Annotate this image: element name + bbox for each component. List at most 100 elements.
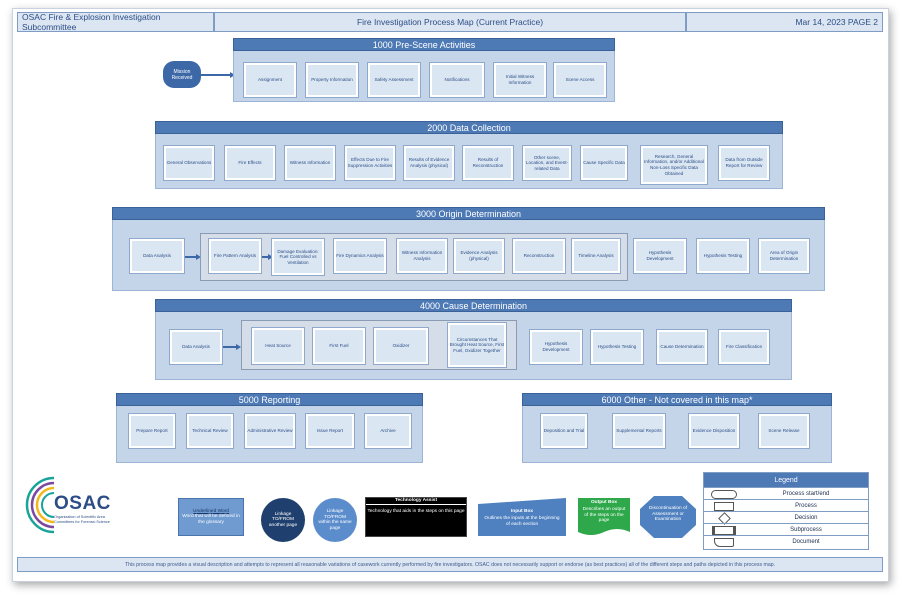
- legend-item-3: Subprocess: [790, 527, 822, 533]
- s3000-group-box-1: Damage Evaluation: Fuel Controlled vs Ve…: [271, 238, 325, 276]
- legend-item-1: Process: [795, 503, 817, 509]
- s5000-box-4-text: Archive: [380, 428, 396, 434]
- s4000-arrow-a: [223, 344, 241, 349]
- osac-logo-sub: Organization of Scientific Area Committe…: [54, 515, 110, 524]
- legend-item-2: Decision: [794, 515, 818, 521]
- s4000-after-box-0: Hypothesis Development: [529, 329, 583, 365]
- header-org: OSAC Fire & Explosion Investigation Subc…: [17, 12, 214, 32]
- s5000-box-3-text: Issue Report: [316, 428, 344, 434]
- s2000-box-1-text: Fire Effects: [238, 160, 262, 166]
- s4000-first-box: Data Analysis: [169, 329, 223, 365]
- legend-title: Legend: [704, 473, 868, 487]
- s4000-after-box-3: Fire Classification: [718, 329, 770, 365]
- start-pill-text: Mission Received: [171, 68, 193, 81]
- legend-item-0: Process start/end: [782, 491, 830, 497]
- s3000-group-box-0-text: Fire Pattern Analysis: [213, 253, 257, 259]
- s4000-after-box-2-text: Cause Determination: [660, 344, 704, 350]
- start-arrow: [201, 72, 235, 77]
- output-box-shape-icon: [578, 498, 630, 535]
- process-shape-icon: [714, 501, 734, 511]
- s2000-box-7: Cause Specific Data: [580, 145, 628, 181]
- s5000-box-1-text: Technical Review: [192, 428, 228, 434]
- header-date: Mar 14, 2023 PAGE 2: [686, 12, 883, 32]
- s6000-title: 6000 Other - Not covered in this map*: [522, 393, 832, 406]
- subprocess-shape-icon: [712, 525, 736, 535]
- s6000-box-0-text: Deposition and Trial: [543, 428, 585, 434]
- s2000-box-8-text: Research, General Information, and/or Ad…: [644, 153, 704, 176]
- s5000-box-4: Archive: [364, 413, 412, 449]
- s4000-group-box-2-text: Oxidizer: [392, 343, 410, 349]
- s2000-title: 2000 Data Collection: [155, 121, 783, 134]
- s2000-box-4: Results of Evidence Analysis (physical): [403, 145, 455, 181]
- s4000-group-box-0: Heat Source: [251, 327, 305, 365]
- s4000-after-box-1: Hypothesis Testing: [590, 329, 644, 365]
- s3000-first-box-text: Data Analysis: [143, 253, 171, 259]
- s2000-box-8: Research, General Information, and/or Ad…: [640, 145, 708, 185]
- s5000-box-3: Issue Report: [305, 413, 355, 449]
- key-linkage-same-text: Linkage TO/FROM within the same page: [318, 509, 352, 531]
- header-title-text: Fire Investigation Process Map (Current …: [356, 17, 544, 27]
- s2000-box-9-text: Data from Outside Report for Review: [725, 157, 763, 168]
- key-discontinue-text: Discontinuation of Assessment or Examina…: [648, 506, 688, 522]
- legend: Legend Process start/end Process Decisio…: [703, 472, 869, 550]
- osac-logo-rings-icon: [25, 475, 84, 535]
- s3000-group-box-4-text: Evidence Analysis (physical): [460, 250, 498, 261]
- s5000-box-0: Prepare Report: [128, 413, 176, 449]
- key-underlined: Underlined Word Word that will be define…: [178, 498, 244, 536]
- s1000-box-4: Initial Witness Information: [493, 62, 547, 98]
- s6000-box-3-text: Scene Release: [768, 428, 800, 434]
- s1000-box-2-text: Safety Assessment: [374, 77, 414, 83]
- s4000-after-box-1-text: Hypothesis Testing: [597, 344, 637, 350]
- legend-row-decision: Decision: [704, 511, 868, 525]
- s2000-box-5: Results of Reconstruction: [462, 145, 514, 181]
- s2000-box-1: Fire Effects: [224, 145, 276, 181]
- s2000-box-2-text: Witness Information: [289, 160, 331, 166]
- key-linkage-other: Linkage TO/FROM another page: [261, 498, 305, 542]
- s3000-group-box-2-text: Fire Dynamics Analysis: [336, 253, 384, 259]
- legend-row-subprocess: Subprocess: [704, 523, 868, 536]
- key-output-title: Output Box: [590, 500, 618, 505]
- s1000-box-3-text: Notifications: [444, 77, 470, 83]
- s2000-box-2: Witness Information: [284, 145, 336, 181]
- s4000-group-box-3: Circumstances That Brought Heat Source, …: [447, 322, 507, 368]
- s1000-box-1: Property Information: [305, 62, 359, 98]
- s6000-box-3: Scene Release: [758, 413, 810, 449]
- header-title: Fire Investigation Process Map (Current …: [214, 12, 686, 32]
- legend-row-document: Document: [704, 535, 868, 548]
- s3000-first-box: Data Analysis: [129, 238, 185, 274]
- s2000-box-4-text: Results of Evidence Analysis (physical): [408, 157, 450, 168]
- s5000-title: 5000 Reporting: [116, 393, 423, 406]
- s3000-after-box-2-text: Area of Origin Determination: [769, 250, 799, 261]
- s3000-group-box-3-text: Witness Information Analysis: [401, 250, 443, 261]
- s3000-group-box-6-text: Timeline Analysis: [578, 253, 614, 259]
- s3000-group-box-3: Witness Information Analysis: [396, 238, 448, 274]
- s3000-arrow-b: [262, 254, 273, 259]
- legend-item-4: Document: [792, 539, 820, 545]
- s6000-box-1: Supplemental Reports: [612, 413, 666, 449]
- s4000-after-box-3-text: Fire Classification: [725, 344, 763, 350]
- s1000-box-1-text: Property Information: [311, 77, 353, 83]
- s1000-box-5: Scene Access: [553, 62, 607, 98]
- s3000-group-box-0: Fire Pattern Analysis: [208, 238, 262, 274]
- s2000-box-6: Other scene, Location, and Event-related…: [522, 145, 572, 181]
- key-tech-assist-desc: Technology that aids in the steps on thi…: [367, 508, 465, 514]
- key-discontinue: Discontinuation of Assessment or Examina…: [640, 496, 696, 538]
- key-tech-assist: Technology Assist Technology that aids i…: [365, 497, 467, 537]
- key-underlined-title: Underlined Word: [193, 508, 229, 514]
- footer-text: This process map provides a visual descr…: [124, 561, 776, 568]
- input-box-shape-icon: [478, 498, 566, 536]
- discontinue-octagon-icon: [640, 496, 696, 538]
- start-pill: Mission Received: [163, 61, 201, 88]
- s3000-group-box-2: Fire Dynamics Analysis: [333, 238, 387, 274]
- s5000-box-2: Administrative Review: [244, 413, 296, 449]
- s2000-box-6-text: Other scene, Location, and Event-related…: [525, 154, 569, 171]
- key-input-title: Input Box: [510, 509, 534, 514]
- s1000-box-0-text: Assignment: [257, 77, 282, 83]
- legend-row-start-end: Process start/end: [704, 487, 868, 500]
- s3000-after-box-2: Area of Origin Determination: [758, 238, 810, 274]
- s5000-box-1: Technical Review: [186, 413, 234, 449]
- s5000-box-2-text: Administrative Review: [247, 428, 293, 434]
- s4000-group-box-0-text: Heat Source: [265, 343, 291, 349]
- s6000-box-2-text: Evidence Disposition: [692, 428, 736, 434]
- s4000-group-box-3-text: Circumstances That Brought Heat Source, …: [449, 336, 505, 353]
